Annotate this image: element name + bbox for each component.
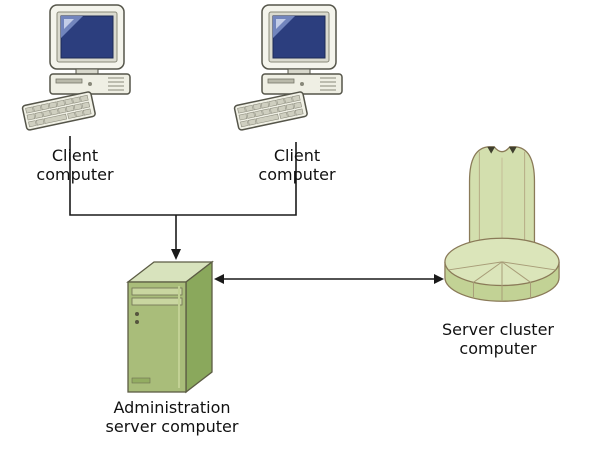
keyboard-icon bbox=[21, 91, 96, 131]
tower-side-face bbox=[185, 260, 213, 394]
monitor-icon bbox=[261, 4, 337, 75]
tower-front-details bbox=[131, 286, 183, 388]
edge-clients-bus bbox=[69, 136, 297, 216]
client1-label: Client computer bbox=[36, 146, 114, 185]
admin-server-icon bbox=[126, 260, 214, 394]
cluster-drum bbox=[444, 237, 560, 302]
monitor-icon bbox=[49, 4, 125, 75]
arrowhead-down bbox=[171, 249, 181, 260]
arrowhead-right bbox=[434, 274, 444, 284]
server-cluster-label: Server cluster computer bbox=[442, 320, 554, 359]
admin-server-label: Administration server computer bbox=[105, 398, 239, 437]
desktop-case-icon bbox=[261, 73, 343, 95]
desktop-case-icon bbox=[49, 73, 131, 95]
client-computer-2-icon bbox=[233, 4, 343, 131]
keyboard-icon bbox=[233, 91, 308, 131]
client2-label: Client computer bbox=[258, 146, 336, 185]
server-cluster-icon bbox=[444, 146, 560, 302]
client-computer-1-icon bbox=[21, 4, 131, 131]
arrowhead-left bbox=[214, 274, 224, 284]
